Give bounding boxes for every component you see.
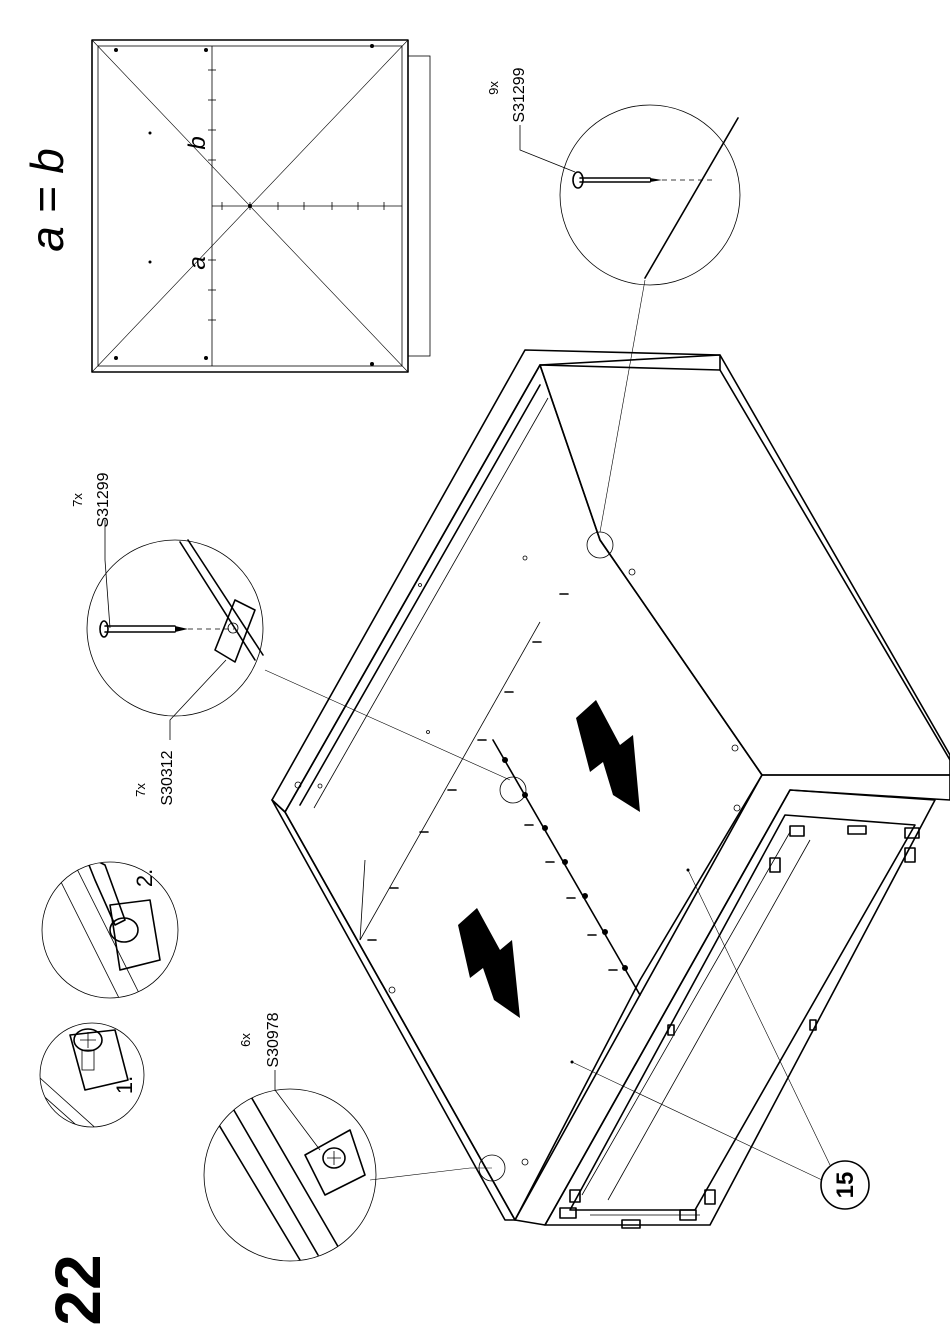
callout-leader	[105, 520, 110, 628]
nail-tip	[650, 178, 662, 182]
shelf-line	[360, 622, 540, 940]
diagonal-check-diagram: a b	[92, 40, 430, 372]
arrow-down-icon	[576, 700, 640, 812]
nail-head	[100, 621, 108, 637]
callout-leader	[520, 125, 575, 172]
front-frame	[515, 775, 950, 1225]
label-b: b	[184, 136, 211, 149]
substep-label: 2.	[132, 869, 157, 887]
substep-two: 2.	[42, 855, 178, 1000]
callout-qty: 6x	[238, 1033, 253, 1047]
callout-part: S31299	[511, 67, 528, 122]
callout-part-2: S30312	[159, 750, 176, 805]
detail-circle	[204, 1089, 376, 1261]
bracket-block	[305, 1130, 365, 1195]
step-number-text: 22	[42, 1254, 114, 1325]
callout-leader	[275, 1070, 320, 1150]
callout-qty-2: 7x	[133, 783, 148, 797]
part-number: 15	[832, 1172, 859, 1199]
callout-pointer	[265, 670, 510, 780]
equation: a = b	[21, 148, 73, 252]
top-panel	[272, 350, 720, 812]
callout-qty: 7x	[70, 493, 85, 507]
label-a: a	[184, 256, 211, 269]
step-number: 22	[42, 1254, 114, 1325]
detail-circle	[560, 105, 740, 285]
center-ticks	[208, 70, 384, 320]
cabinet-side-edge	[408, 56, 430, 356]
detail-marker	[587, 532, 613, 558]
leader-line	[688, 870, 830, 1165]
panel-edge	[645, 118, 738, 278]
callout-part: S30978	[265, 1012, 282, 1067]
bracket-plate	[215, 600, 255, 662]
screwdriver-icon	[85, 855, 125, 925]
equation-text: a = b	[21, 148, 73, 252]
arrow-down-icon	[458, 908, 520, 1018]
leader-line	[572, 1062, 822, 1180]
callout-part: S31299	[95, 472, 112, 527]
substep-label: 1.	[112, 1076, 137, 1094]
callout-qty: 9x	[486, 81, 501, 95]
nail-marks	[368, 594, 617, 970]
nail-points	[114, 44, 374, 366]
callout-nail-right: 9x S31299	[486, 67, 740, 285]
callout-nail-bracket: 7x S31299 7x S30312	[70, 472, 510, 805]
nail-head	[573, 172, 583, 188]
substep-one: 1.	[20, 1023, 144, 1155]
callout-screw: 6x S30978	[204, 1012, 492, 1261]
